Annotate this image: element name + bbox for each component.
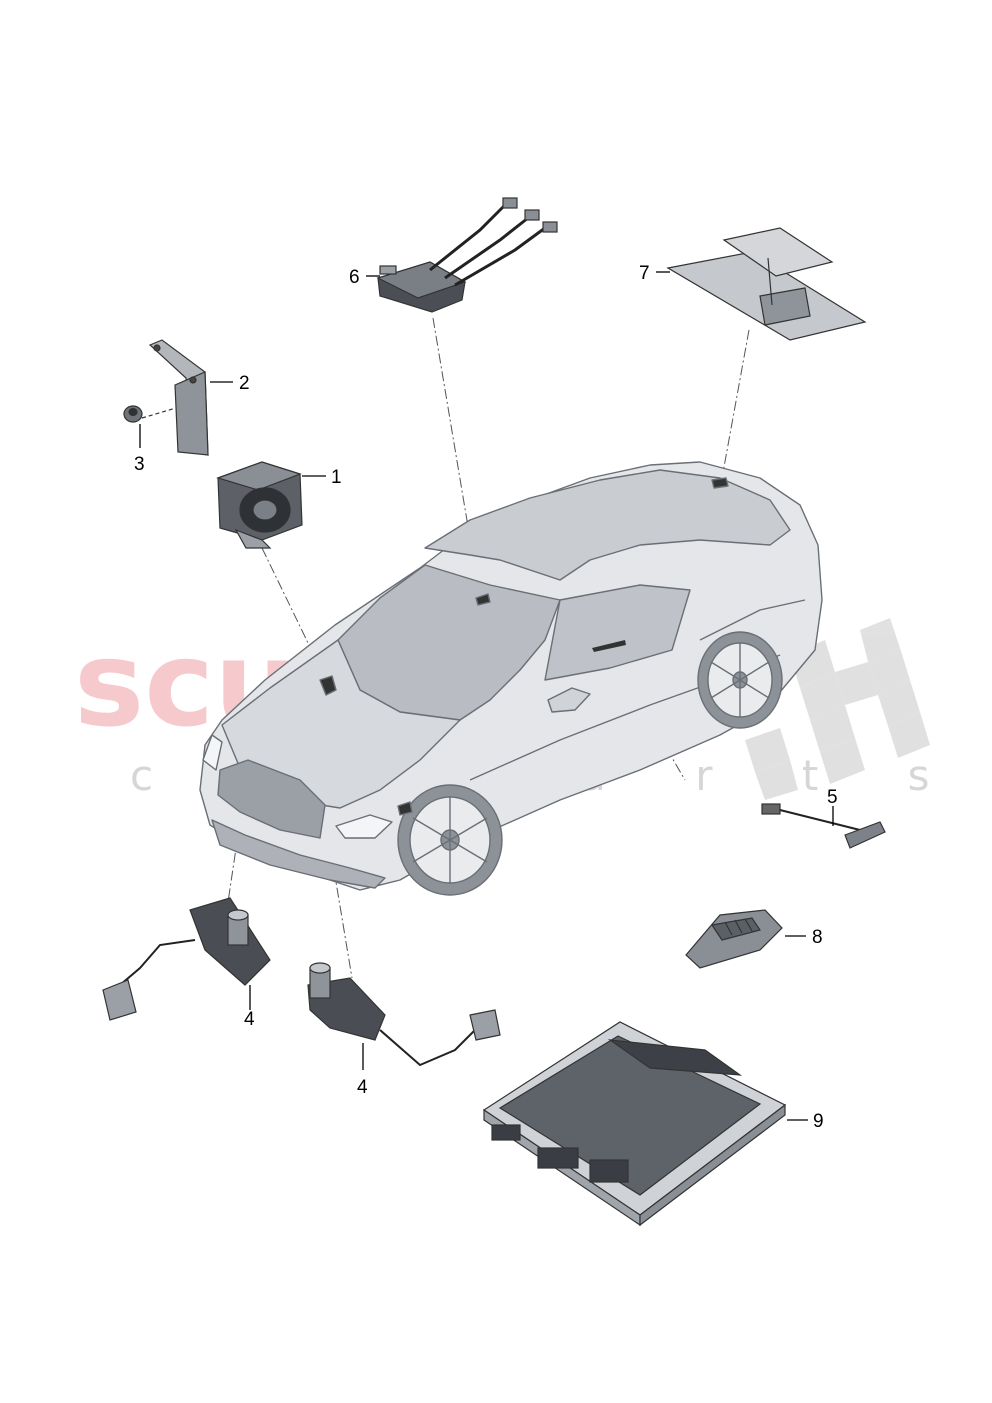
side-window bbox=[544, 584, 691, 681]
part-nut bbox=[123, 405, 177, 423]
part-alarm-horn bbox=[216, 461, 303, 549]
callout-6: 6 bbox=[349, 267, 360, 288]
callout-1: 1 bbox=[331, 467, 342, 488]
part-hood-latch-right bbox=[307, 962, 501, 1067]
component-marker-door bbox=[592, 640, 626, 652]
soft-top bbox=[424, 469, 791, 581]
part-control-module bbox=[482, 1021, 787, 1227]
component-marker-engine-bay bbox=[319, 675, 337, 696]
callout-5: 5 bbox=[827, 787, 838, 808]
callout-4-right: 4 bbox=[357, 1077, 368, 1098]
callout-9: 9 bbox=[813, 1111, 824, 1132]
callout-ticks bbox=[139, 271, 834, 1121]
part-antenna-plate bbox=[666, 227, 867, 341]
headlight-right bbox=[202, 734, 223, 771]
component-marker-interior bbox=[475, 593, 491, 606]
callout-labels: 1 2 3 4 4 5 6 7 8 9 bbox=[134, 263, 838, 1132]
callout-2: 2 bbox=[239, 373, 250, 394]
part-key-fob bbox=[685, 909, 783, 969]
front-grille bbox=[217, 759, 326, 839]
part-hood-latch-left bbox=[102, 897, 271, 1021]
checkered-flag-watermark bbox=[745, 618, 930, 800]
front-wheel bbox=[397, 784, 503, 896]
part-bracket bbox=[148, 339, 209, 456]
headlight-left bbox=[335, 814, 393, 839]
callout-4-left: 4 bbox=[244, 1009, 255, 1030]
part-control-unit-harness bbox=[376, 197, 558, 313]
callout-3: 3 bbox=[134, 454, 145, 475]
rear-wheel bbox=[697, 631, 783, 729]
lower-intake bbox=[211, 819, 386, 889]
car-illustration bbox=[199, 461, 823, 896]
part-door-sensor bbox=[761, 803, 886, 849]
rear-fender bbox=[699, 599, 806, 641]
callout-8: 8 bbox=[812, 927, 823, 948]
callout-7: 7 bbox=[639, 263, 650, 284]
component-marker-rear bbox=[711, 477, 729, 489]
mirror bbox=[547, 687, 591, 713]
component-marker-front bbox=[397, 801, 413, 816]
